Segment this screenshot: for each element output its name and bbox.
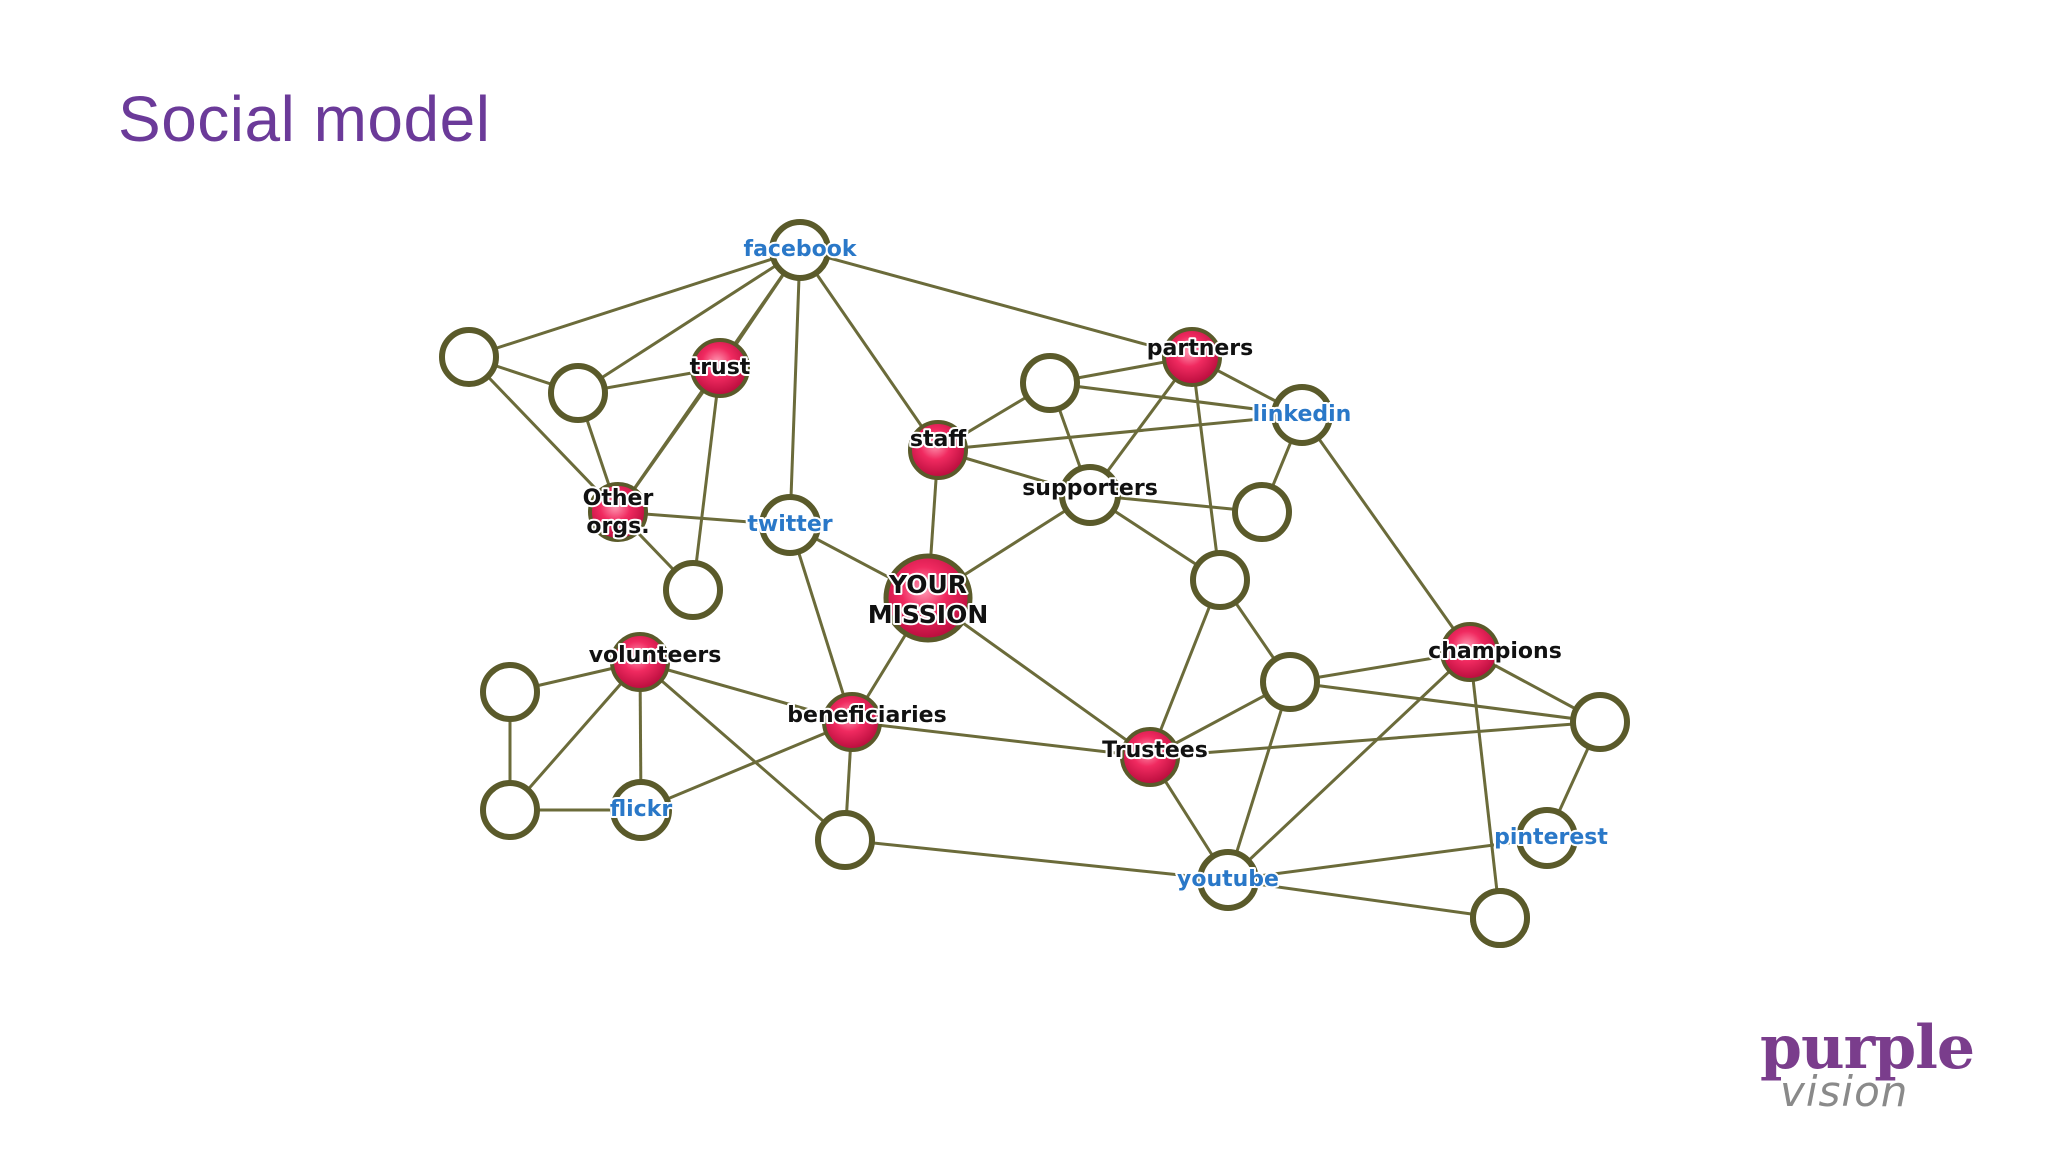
node-h13	[1470, 888, 1530, 948]
purple-vision-logo: purple vision	[1760, 1018, 1990, 1128]
edge-facebook-staff	[798, 249, 940, 451]
edge-facebook-partners	[799, 248, 1193, 359]
node-h2	[548, 363, 608, 423]
edge-h7-champions	[1289, 650, 1471, 684]
node-staff	[908, 420, 968, 480]
label-staff: staff	[910, 427, 967, 452]
node-h8	[480, 662, 540, 722]
node-flickr	[610, 779, 672, 841]
edge-trust-h3	[691, 367, 722, 591]
edge-h6-trustees	[1148, 579, 1222, 758]
edge-flickr-beneficiaries	[640, 720, 853, 812]
node-h1	[439, 327, 499, 387]
edge-facebook-h1	[468, 248, 801, 359]
label-trustees: Trustees	[1102, 738, 1208, 763]
node-beneficiaries	[822, 692, 882, 752]
label-supporters: supporters	[1022, 476, 1158, 501]
edge-volunteers-h10	[639, 660, 846, 842]
label-trust: trust	[690, 355, 751, 380]
node-champions	[1440, 622, 1500, 682]
edge-staff-linkedin	[937, 413, 1303, 452]
node-facebook	[769, 219, 831, 281]
edge-h9-volunteers	[508, 661, 642, 811]
label-partners: partners	[1147, 336, 1254, 361]
node-other-orgs	[588, 482, 648, 542]
nodes-layer	[439, 219, 1630, 948]
label-facebook: facebook	[744, 237, 858, 262]
node-h6	[1190, 550, 1250, 610]
edge-champions-youtube	[1226, 650, 1472, 882]
node-h9	[480, 780, 540, 840]
label-champions: champions	[1428, 639, 1562, 664]
label-pinterest: pinterest	[1494, 825, 1608, 850]
node-volunteers	[610, 632, 670, 692]
edge-h10-youtube	[844, 838, 1229, 882]
label-youtube: youtube	[1177, 867, 1279, 892]
edge-partners-h6	[1190, 356, 1222, 581]
edge-linkedin-champions	[1300, 414, 1472, 653]
node-h4	[1020, 353, 1080, 413]
logo-sub-text: vision	[1780, 1067, 1909, 1116]
edge-youtube-h13	[1227, 878, 1501, 920]
edge-youtube-pinterest	[1227, 836, 1548, 882]
node-twitter	[759, 494, 821, 556]
node-h10	[815, 810, 875, 870]
node-linkedin	[1271, 384, 1333, 446]
edge-champions-h13	[1468, 651, 1502, 919]
label-twitter: twitter	[747, 512, 832, 537]
slide-title: Social model	[118, 83, 491, 155]
label-volunteers: volunteers	[589, 643, 722, 668]
label-flickr: flickr	[610, 797, 673, 822]
label-linkedin: linkedin	[1253, 402, 1352, 427]
node-pinterest	[1516, 807, 1578, 869]
label-beneficiaries: beneficiaries	[787, 703, 946, 728]
edge-twitter-beneficiaries	[788, 524, 854, 723]
node-youtube	[1197, 849, 1259, 911]
edge-h1-other_orgs	[467, 355, 620, 514]
edge-h7-youtube	[1226, 681, 1292, 881]
edge-h7-h11	[1289, 680, 1601, 724]
node-h3	[663, 560, 723, 620]
node-partners	[1162, 327, 1222, 387]
node-trust	[690, 338, 750, 398]
node-mission	[883, 553, 973, 643]
node-h7	[1260, 652, 1320, 712]
edge-facebook-twitter	[788, 249, 802, 526]
edge-h4-linkedin	[1049, 381, 1303, 417]
edge-beneficiaries-trustees	[851, 720, 1151, 759]
node-h11	[1570, 692, 1630, 752]
logo-main-text: purple	[1760, 1013, 1975, 1083]
edge-volunteers-beneficiaries	[639, 660, 853, 724]
node-trustees	[1120, 727, 1180, 787]
edge-mission-trustees	[927, 596, 1151, 759]
edge-facebook-h2	[577, 248, 801, 395]
node-h5	[1232, 482, 1292, 542]
node-supporters	[1059, 464, 1121, 526]
